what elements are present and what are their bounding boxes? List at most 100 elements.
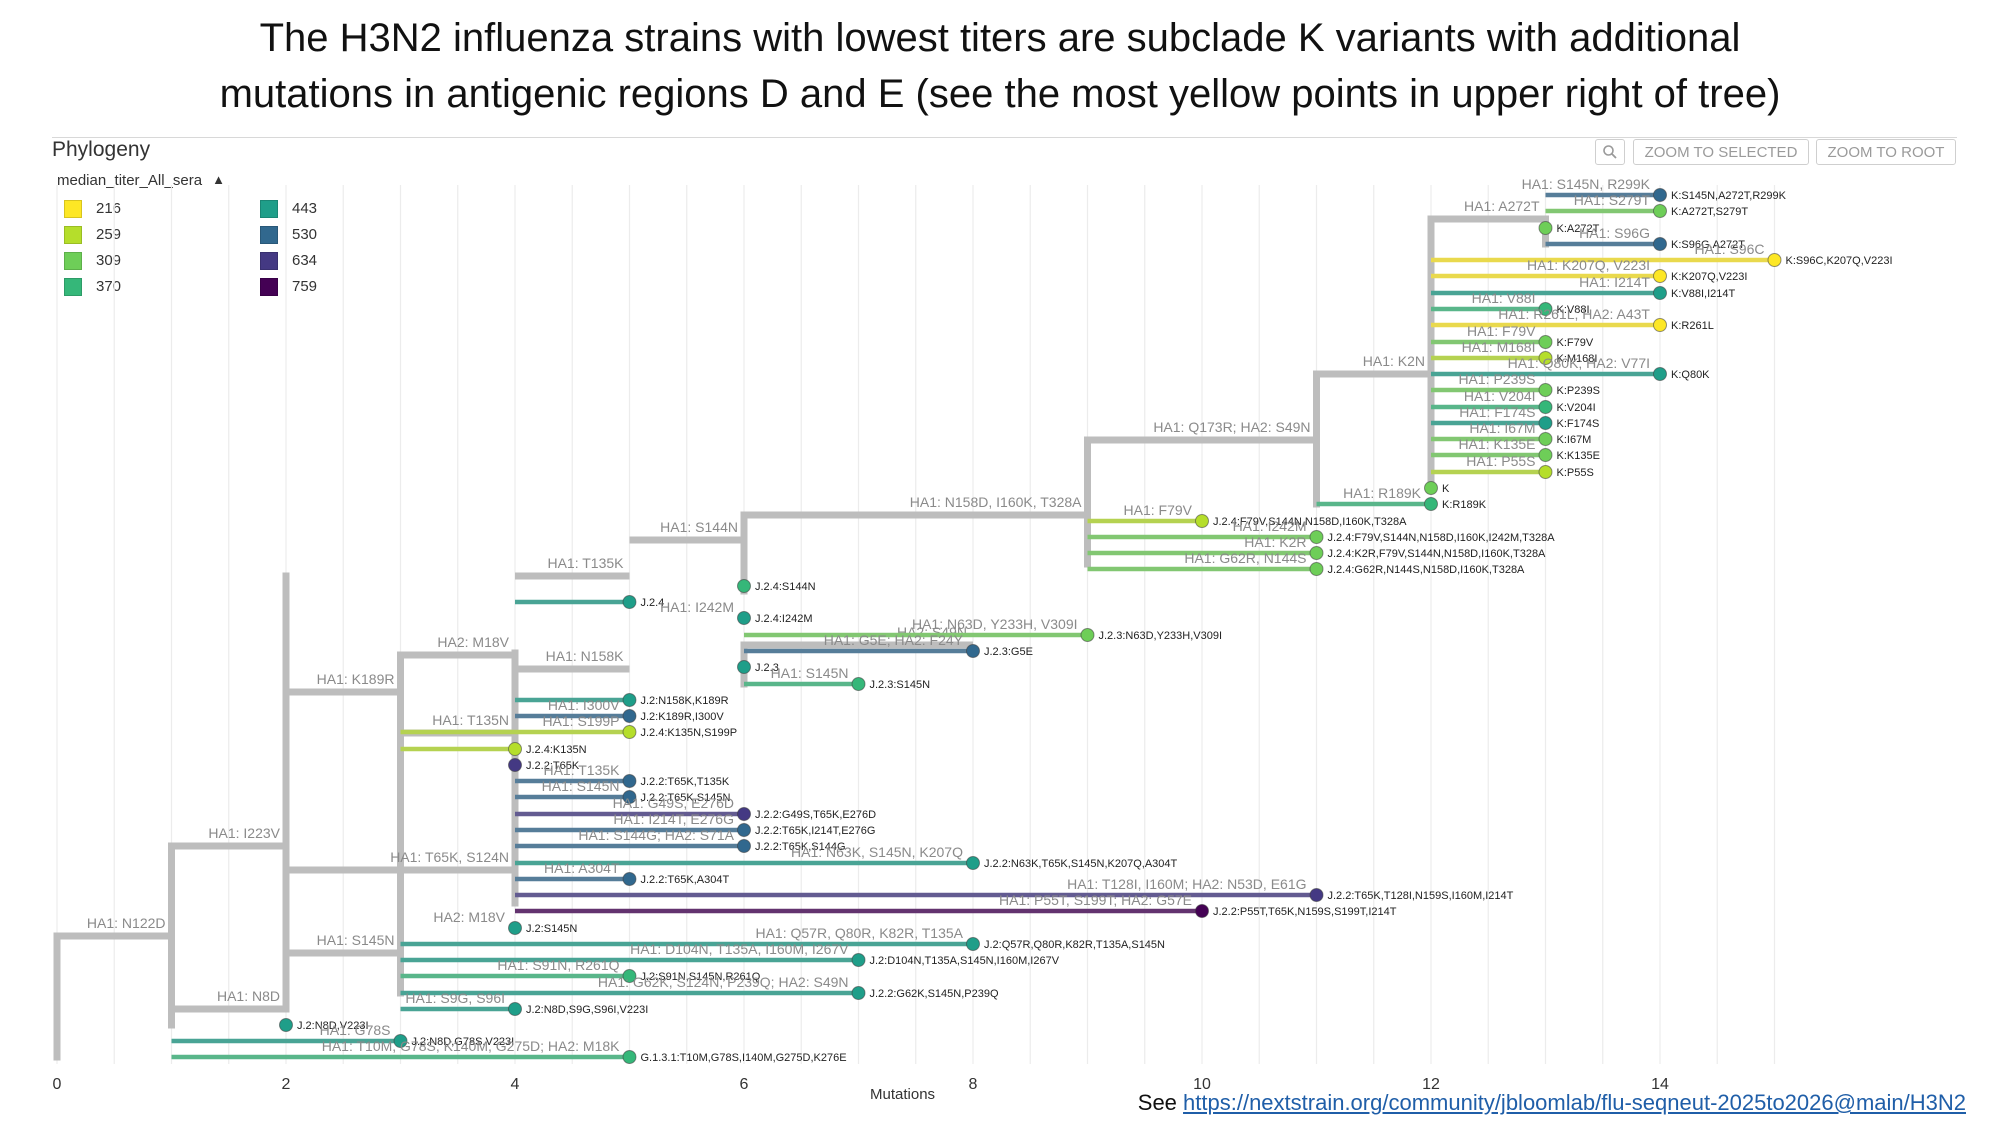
tip-point[interactable] xyxy=(1767,253,1782,267)
tip-point[interactable] xyxy=(1538,400,1553,414)
tip-branch-label: HA1: N63K, S145N, K207Q xyxy=(791,844,963,860)
panel-title: Phylogeny xyxy=(52,138,151,161)
tip-point[interactable] xyxy=(1538,448,1553,462)
legend-item[interactable]: 759 xyxy=(260,276,317,298)
tip-point[interactable] xyxy=(737,660,751,674)
search-icon[interactable] xyxy=(1595,139,1625,165)
tip-point[interactable] xyxy=(622,693,637,707)
tip-point[interactable] xyxy=(1538,416,1553,430)
tip-point[interactable] xyxy=(1538,383,1553,397)
tip-point[interactable] xyxy=(737,807,751,821)
tip-label: J.2.4:K2R,F79V,S144N,N158D,I160K,T328A xyxy=(1328,548,1547,560)
tip-point[interactable] xyxy=(622,709,637,723)
tip-label: J.2.3 xyxy=(755,662,779,674)
tip-point[interactable] xyxy=(508,758,522,772)
tip-point[interactable] xyxy=(1653,286,1667,300)
branch-label: HA1: N8D xyxy=(217,988,280,1004)
tip-point[interactable] xyxy=(393,1034,408,1048)
magnifier-icon xyxy=(1603,145,1617,159)
tip-branch-label: HA1: N63D, Y233H, V309I xyxy=(912,616,1078,632)
tip-point[interactable] xyxy=(1195,904,1209,918)
tip-branch-label: HA1: I300V xyxy=(548,697,620,713)
tip-point[interactable] xyxy=(1538,221,1553,235)
legend-item[interactable]: 634 xyxy=(260,250,317,272)
tip-point[interactable] xyxy=(966,856,980,870)
tip-point[interactable] xyxy=(737,823,751,837)
legend-header[interactable]: median_titer_All_sera ▲ xyxy=(57,172,225,189)
tip-point[interactable] xyxy=(622,595,637,609)
tip-point[interactable] xyxy=(851,677,866,691)
tip-point[interactable] xyxy=(622,872,637,886)
branch-label: HA1: A272T xyxy=(1464,198,1540,214)
tip-point[interactable] xyxy=(1195,514,1209,528)
tip-point[interactable] xyxy=(1653,204,1667,218)
tip-label: K:R189K xyxy=(1442,499,1487,511)
tip-branch-label: HA1: S145N xyxy=(542,778,620,794)
x-tick-label: 0 xyxy=(53,1076,62,1093)
source-prefix: See xyxy=(1137,1090,1184,1115)
zoom-to-selected-button[interactable]: ZOOM TO SELECTED xyxy=(1633,139,1809,165)
tip-point[interactable] xyxy=(1538,432,1553,446)
zoom-to-root-button[interactable]: ZOOM TO ROOT xyxy=(1816,139,1956,165)
tip-label: J.2.3:N63D,Y233H,V309I xyxy=(1099,630,1223,642)
tip-point[interactable] xyxy=(966,937,980,951)
tip-branch-label: HA1: S144G; HA2: S71A xyxy=(578,827,734,843)
tip-point[interactable] xyxy=(737,611,751,625)
tip-branch-label: HA1: V88I xyxy=(1472,290,1536,306)
tip-point[interactable] xyxy=(851,986,866,1000)
tip-point[interactable] xyxy=(508,742,522,756)
tip-point[interactable] xyxy=(1538,335,1553,349)
tip-point[interactable] xyxy=(622,774,637,788)
legend-item[interactable]: 530 xyxy=(260,224,317,246)
tip-label: J.2.4:I242M xyxy=(755,613,812,625)
tip-label: K:F174S xyxy=(1557,418,1600,430)
tip-point[interactable] xyxy=(737,839,751,853)
tip-point[interactable] xyxy=(622,1050,637,1064)
legend-item[interactable]: 443 xyxy=(260,198,317,220)
tip-point[interactable] xyxy=(1653,237,1667,251)
tip-point[interactable] xyxy=(1653,188,1667,202)
tip-point[interactable] xyxy=(1309,888,1324,902)
tip-point[interactable] xyxy=(1424,481,1438,495)
tip-point[interactable] xyxy=(1080,628,1095,642)
tip-label: K:M168I xyxy=(1557,353,1598,365)
tip-point[interactable] xyxy=(966,644,980,658)
tip-point[interactable] xyxy=(1309,530,1324,544)
tip-point[interactable] xyxy=(1538,465,1553,479)
tip-branch-label: HA1: G62K, S124N, P239Q; HA2: S49N xyxy=(598,974,849,990)
tip-point[interactable] xyxy=(1653,367,1667,381)
tip-label: J.2.4:S144N xyxy=(755,581,816,593)
tip-branch-label: HA1: I242M xyxy=(660,599,734,615)
branch-label: HA1: T65K, S124N xyxy=(390,849,509,865)
legend-label: 530 xyxy=(292,226,318,243)
tip-label: K:A272T xyxy=(1557,223,1600,235)
tip-label: J.2.3:G5E xyxy=(984,646,1033,658)
tip-branch-label: HA1: V204I xyxy=(1464,388,1536,404)
tip-point[interactable] xyxy=(508,921,522,935)
source-link[interactable]: https://nextstrain.org/community/jblooml… xyxy=(1183,1090,1966,1115)
tip-point[interactable] xyxy=(1424,497,1438,511)
tip-point[interactable] xyxy=(1538,302,1553,316)
tip-point[interactable] xyxy=(622,969,637,983)
tip-label: J.2.4:F79V,S144N,N158D,I160K,I242M,T328A xyxy=(1328,532,1556,544)
tip-point[interactable] xyxy=(1538,351,1553,365)
tip-point[interactable] xyxy=(1653,269,1667,283)
tip-point[interactable] xyxy=(279,1018,293,1032)
tip-branch-label: HA1: S96C xyxy=(1694,241,1764,257)
tip-point[interactable] xyxy=(737,579,751,593)
chevron-up-icon[interactable]: ▲ xyxy=(212,172,225,187)
tip-point[interactable] xyxy=(1653,318,1667,332)
tip-label: J.2:S91N,S145N,R261Q xyxy=(641,971,761,983)
tip-point[interactable] xyxy=(508,1002,522,1016)
tip-label: J.2.4:K135N,S199P xyxy=(641,727,738,739)
tip-point[interactable] xyxy=(622,790,637,804)
legend-label: 443 xyxy=(292,200,318,217)
tip-label: J.2.2:T65K xyxy=(526,760,580,772)
tip-point[interactable] xyxy=(851,953,866,967)
tip-branch-label: HA1: K2R xyxy=(1244,534,1306,550)
tip-point[interactable] xyxy=(1309,546,1324,560)
tip-point[interactable] xyxy=(622,725,637,739)
legend-title: median_titer_All_sera xyxy=(57,172,203,189)
tip-point[interactable] xyxy=(1309,562,1324,576)
